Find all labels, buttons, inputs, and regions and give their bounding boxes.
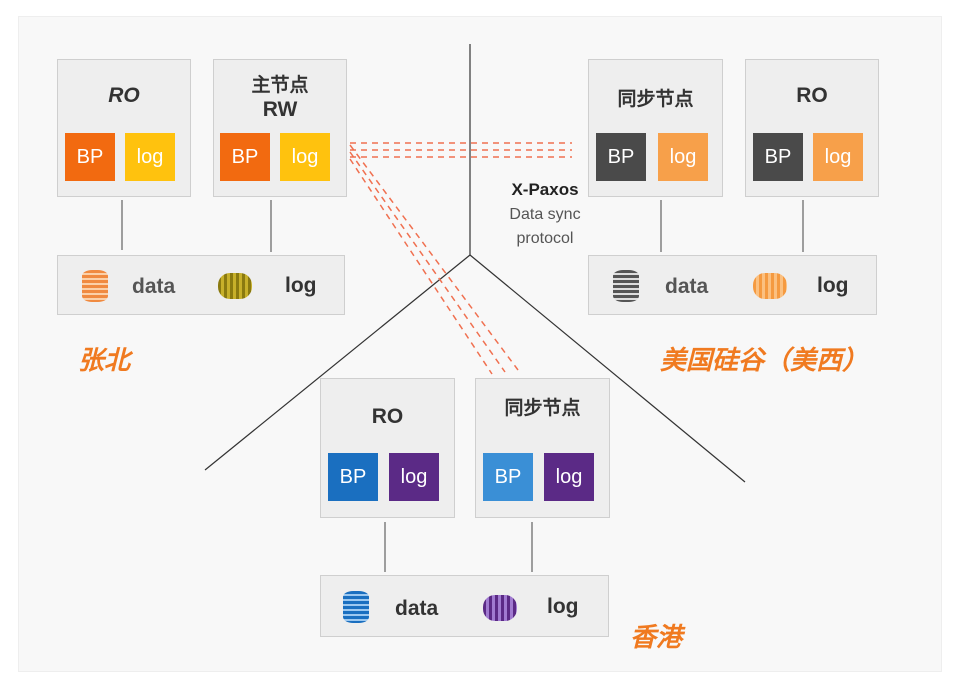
database-icon bbox=[82, 270, 108, 302]
node-title: RO bbox=[796, 84, 828, 107]
region-label-zhangbei: 张北 bbox=[78, 346, 131, 376]
log-label: log bbox=[285, 274, 317, 297]
protocol-desc: protocol bbox=[516, 230, 574, 247]
node-title: 主节点 bbox=[251, 75, 309, 96]
hk-ro-node: RO BP log bbox=[320, 378, 455, 518]
log-block: log bbox=[125, 133, 175, 181]
log-label: log bbox=[817, 274, 849, 297]
log-label: log bbox=[547, 595, 579, 618]
us-sync-node: 同步节点 BP log bbox=[588, 59, 723, 197]
node-title: 同步节点 bbox=[504, 398, 581, 419]
sync-link bbox=[349, 158, 493, 375]
database-icon bbox=[613, 270, 639, 302]
region-divider bbox=[469, 254, 746, 483]
bp-block: BP bbox=[596, 133, 646, 181]
bp-block: BP bbox=[65, 133, 115, 181]
data-label: data bbox=[132, 275, 176, 298]
sync-link bbox=[349, 144, 519, 371]
node-title: 同步节点 bbox=[617, 89, 694, 110]
us-storage: data log bbox=[588, 255, 877, 315]
data-label: data bbox=[395, 597, 439, 620]
region-divider bbox=[204, 254, 471, 471]
log-coil-icon bbox=[483, 595, 517, 621]
log-block: log bbox=[389, 453, 439, 501]
log-block: log bbox=[544, 453, 594, 501]
log-coil-icon bbox=[218, 273, 252, 299]
hk-sync-node: 同步节点 BP log bbox=[475, 378, 610, 518]
node-subtitle: RW bbox=[262, 98, 298, 121]
data-label: data bbox=[665, 275, 709, 298]
hk-storage: data log bbox=[320, 575, 609, 637]
zhangbei-ro-node: RO BP log bbox=[57, 59, 191, 197]
protocol-name: X-Paxos bbox=[511, 180, 579, 199]
arrows bbox=[121, 200, 804, 572]
bp-block: BP bbox=[328, 453, 378, 501]
bp-block: BP bbox=[753, 133, 803, 181]
node-title: RO bbox=[371, 405, 404, 428]
log-block: log bbox=[813, 133, 863, 181]
zhangbei-rw-node: 主节点 RW BP log bbox=[213, 59, 347, 197]
log-block: log bbox=[280, 133, 330, 181]
log-block: log bbox=[658, 133, 708, 181]
log-coil-icon bbox=[753, 273, 787, 299]
zhangbei-storage: data log bbox=[57, 255, 345, 315]
region-label-hk: 香港 bbox=[630, 623, 683, 653]
sync-link bbox=[349, 151, 506, 373]
bp-block: BP bbox=[483, 453, 533, 501]
database-icon bbox=[343, 591, 369, 623]
us-ro-node: RO BP log bbox=[745, 59, 879, 197]
region-label-us: 美国硅谷（美西） bbox=[660, 346, 869, 376]
bp-block: BP bbox=[220, 133, 270, 181]
node-title: RO bbox=[108, 84, 140, 107]
protocol-desc: Data sync bbox=[509, 206, 581, 223]
